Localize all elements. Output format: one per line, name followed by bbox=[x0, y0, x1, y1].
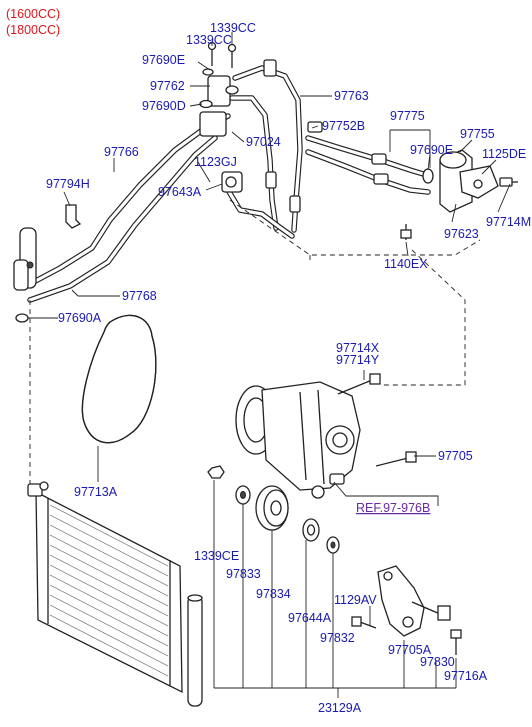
label-97752b: 97752B bbox=[322, 119, 365, 133]
callout-labels: 1339CC 1339CC 97690E 97762 97690D 97763 … bbox=[46, 21, 531, 715]
label-97766: 97766 bbox=[104, 145, 139, 159]
dashed-guide-lines bbox=[29, 199, 481, 490]
label-97705: 97705 bbox=[438, 449, 473, 463]
label-97644a: 97644A bbox=[288, 611, 332, 625]
label-97768: 97768 bbox=[122, 289, 157, 303]
label-97833: 97833 bbox=[226, 567, 261, 581]
label-23129a: 23129A bbox=[318, 701, 362, 715]
label-97834: 97834 bbox=[256, 587, 291, 601]
label-97623: 97623 bbox=[444, 227, 479, 241]
label-1129av: 1129AV bbox=[334, 593, 377, 607]
label-97775: 97775 bbox=[390, 109, 425, 123]
label-97643a: 97643A bbox=[158, 185, 202, 199]
label-97832: 97832 bbox=[320, 631, 355, 645]
label-97690d: 97690D bbox=[142, 99, 186, 113]
drive-belt bbox=[81, 314, 157, 444]
leader-lines bbox=[28, 32, 511, 698]
label-1339cc-upper: 1339CC bbox=[210, 21, 256, 35]
label-97714x: 97714X bbox=[336, 341, 380, 355]
label-1140ex: 1140EX bbox=[384, 257, 428, 271]
compressor-bracket bbox=[351, 565, 462, 655]
label-1125de: 1125DE bbox=[482, 147, 526, 161]
label-97716a: 97716A bbox=[444, 669, 488, 683]
ref-link-97-976b[interactable]: REF.97-976B bbox=[356, 501, 430, 515]
label-97690a: 97690A bbox=[58, 311, 102, 325]
label-97705a: 97705A bbox=[388, 643, 432, 657]
label-97755: 97755 bbox=[460, 127, 495, 141]
label-97763: 97763 bbox=[334, 89, 369, 103]
label-1339cc-lower: 1339CC bbox=[186, 33, 232, 47]
label-97024: 97024 bbox=[246, 135, 281, 149]
label-97830: 97830 bbox=[420, 655, 455, 669]
label-97713a: 97713A bbox=[74, 485, 118, 499]
label-97762: 97762 bbox=[150, 79, 185, 93]
label-97714y: 97714Y bbox=[336, 353, 380, 367]
ac-compressor bbox=[235, 373, 417, 499]
expansion-valve-group bbox=[400, 149, 518, 240]
label-97714m: 97714M bbox=[486, 215, 531, 229]
label-97690e-upper: 97690E bbox=[142, 53, 185, 67]
label-1339ce: 1339CE bbox=[194, 549, 239, 563]
label-97794h: 97794H bbox=[46, 177, 90, 191]
engine-variant-1600cc: (1600CC) bbox=[6, 7, 60, 21]
label-1123gj: 1123GJ bbox=[194, 155, 237, 169]
hose-pipe-assembly bbox=[13, 41, 433, 323]
engine-variant-1800cc: (1800CC) bbox=[6, 23, 60, 37]
label-97690e-lower: 97690E bbox=[410, 143, 453, 157]
condenser bbox=[27, 481, 203, 707]
